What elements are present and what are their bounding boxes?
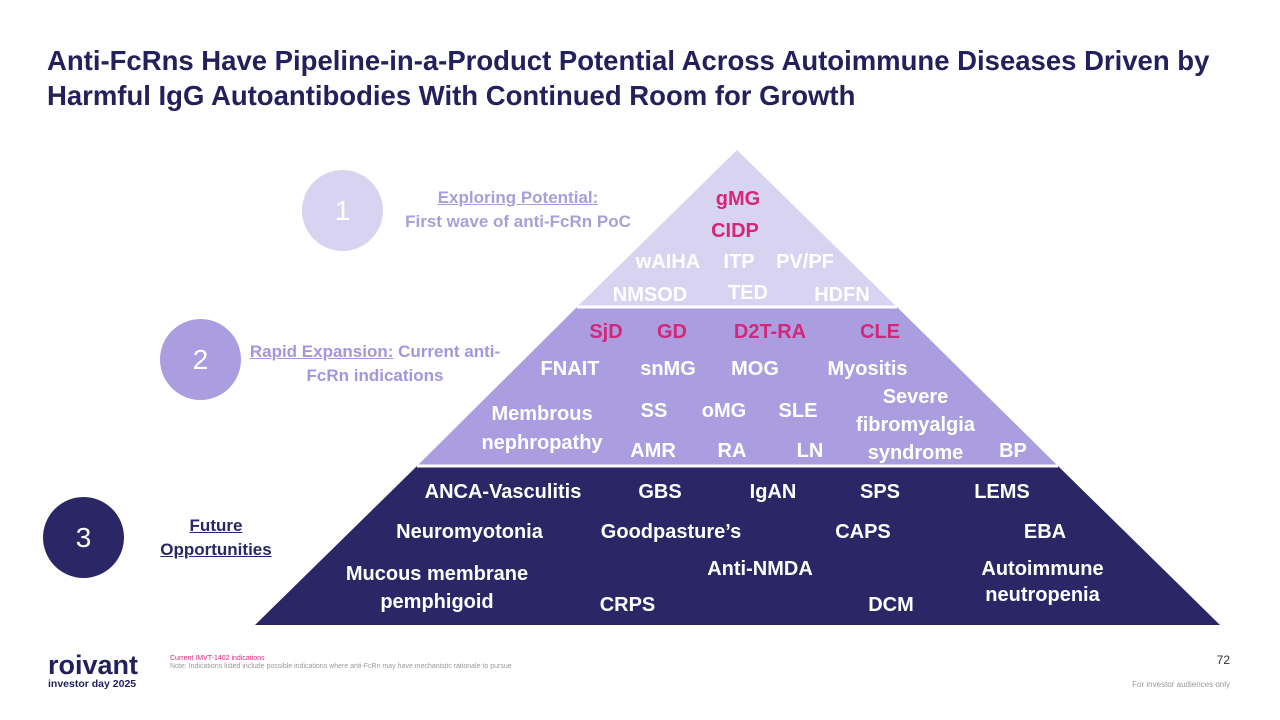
indication-current: gMG bbox=[715, 188, 761, 210]
page-number: 72 bbox=[1216, 653, 1230, 667]
tier-1-caption: Exploring Potential: First wave of anti-… bbox=[398, 186, 638, 234]
indication-current: D2T-RA bbox=[733, 321, 807, 343]
indication-label: Mucous membrane pemphigoid bbox=[345, 563, 529, 613]
indication-label: Anti-NMDA bbox=[707, 558, 813, 580]
tier-3-caption-heading: Future Opportunities bbox=[160, 516, 272, 559]
indication-label: ITP bbox=[723, 251, 755, 273]
indication-label: HDFN bbox=[814, 284, 870, 306]
indication-label: EBA bbox=[1023, 521, 1067, 543]
footnote-current-indications: Current IMVT-1402 indications bbox=[170, 655, 265, 662]
pyramid-tier-3 bbox=[255, 466, 1220, 625]
footnote-note: Note: Indications listed include possibl… bbox=[170, 663, 512, 670]
indication-current: CIDP bbox=[711, 220, 759, 242]
indication-label: MOG bbox=[731, 358, 779, 380]
indication-label: AMR bbox=[630, 440, 676, 462]
indication-label: CAPS bbox=[835, 521, 891, 543]
indication-label: FNAIT bbox=[540, 358, 600, 380]
indication-label: Neuromyotonia bbox=[396, 521, 543, 543]
indication-label: NMSOD bbox=[612, 284, 688, 306]
pyramid-tier-2 bbox=[417, 307, 1058, 466]
indication-label: Goodpasture’s bbox=[600, 521, 742, 543]
tier-2-caption-text: Current anti-FcRn indications bbox=[306, 342, 501, 385]
indication-current: GD bbox=[657, 321, 687, 343]
indication-label: GBS bbox=[638, 481, 682, 503]
logo-wordmark: roivant bbox=[48, 650, 139, 680]
indication-label: Myositis bbox=[827, 358, 908, 380]
indication-label: wAIHA bbox=[635, 251, 701, 273]
indication-label: DCM bbox=[868, 594, 914, 616]
indication-label: Severe fibromyalgia syndrome bbox=[856, 386, 975, 464]
indication-label: Autoimmune neutropenia bbox=[981, 558, 1104, 606]
tier-3-caption: Future Opportunities bbox=[140, 514, 292, 562]
tier-2-number-circle: 2 bbox=[160, 319, 241, 400]
tier-1-caption-heading: Exploring Potential: bbox=[437, 188, 599, 207]
indication-label: LEMS bbox=[974, 481, 1030, 503]
pyramid-tier-1 bbox=[577, 150, 897, 307]
indication-label: oMG bbox=[701, 400, 747, 422]
indication-label: Membrous nephropathy bbox=[481, 403, 603, 454]
indication-label: SS bbox=[640, 400, 668, 422]
indication-label: TED bbox=[728, 282, 768, 304]
indication-label: RA bbox=[717, 440, 747, 462]
indication-label: PV/PF bbox=[776, 251, 834, 273]
tier-3-number-circle: 3 bbox=[43, 497, 124, 578]
indication-label: IgAN bbox=[749, 481, 797, 503]
tier-1-number-circle: 1 bbox=[302, 170, 383, 251]
logo-subtitle: investor day 2025 bbox=[48, 678, 137, 690]
indication-current: SjD bbox=[589, 321, 623, 343]
indication-label: LN bbox=[796, 440, 824, 462]
indication-label: CRPS bbox=[599, 594, 656, 616]
indication-current: CLE bbox=[860, 321, 900, 343]
tier-2-caption: Rapid Expansion: Current anti-FcRn indic… bbox=[241, 340, 509, 388]
indication-label: SPS bbox=[859, 481, 901, 503]
indication-label: SLE bbox=[778, 400, 818, 422]
slide-title: Anti-FcRns Have Pipeline-in-a-Product Po… bbox=[47, 45, 1210, 111]
indication-label: snMG bbox=[640, 358, 696, 380]
indication-label: ANCA-Vasculitis bbox=[424, 481, 582, 503]
audience-note: For investor audiences only bbox=[1132, 680, 1230, 689]
tier-1-caption-text: First wave of anti-FcRn PoC bbox=[405, 212, 631, 231]
indication-label: BP bbox=[999, 440, 1027, 462]
roivant-logo: roivant investor day 2025 bbox=[48, 650, 139, 691]
tier-2-caption-heading: Rapid Expansion: bbox=[249, 342, 394, 361]
